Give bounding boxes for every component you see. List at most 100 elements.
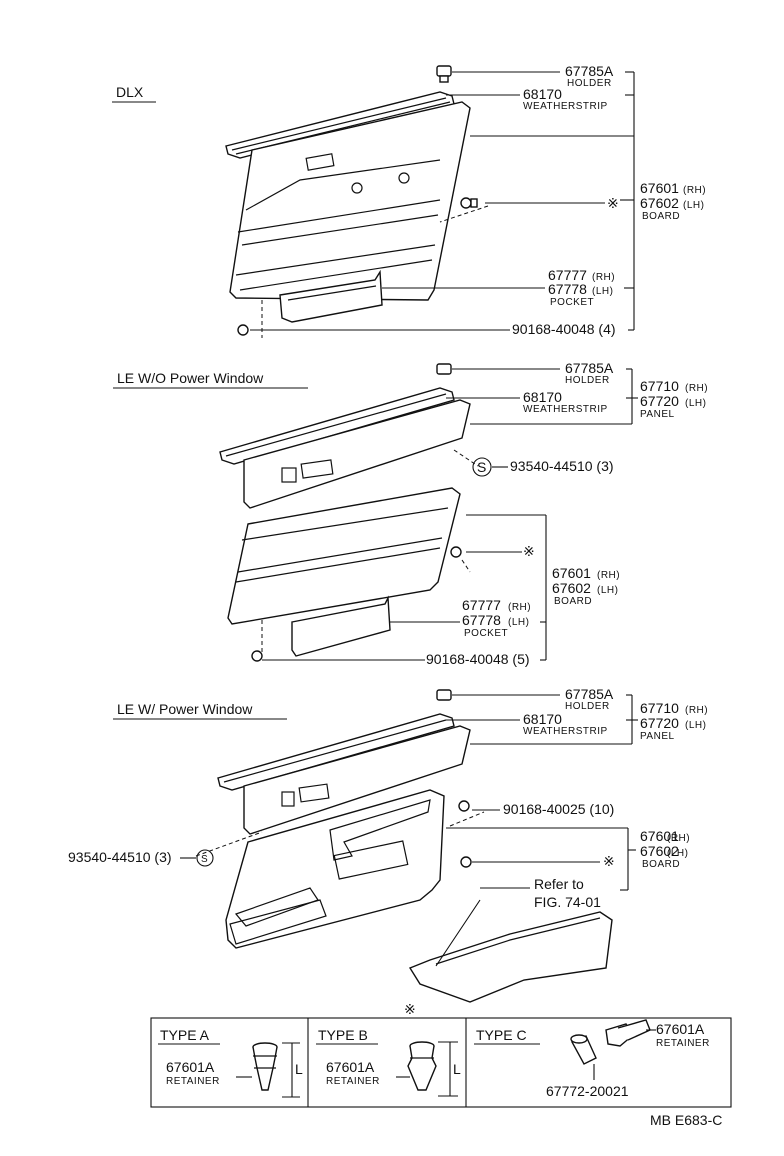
- weatherstrip-part-number: 68170: [523, 86, 562, 102]
- lh-suffix: (LH): [685, 398, 706, 409]
- trim-part: [408, 911, 613, 1003]
- holder-label: HOLDER: [565, 375, 610, 386]
- lh-suffix: (LH): [683, 200, 704, 211]
- section-dlx: DLX: [112, 63, 706, 338]
- board-label: BOARD: [554, 596, 592, 607]
- rh-suffix: (RH): [683, 185, 706, 196]
- type-b-cell: TYPE B 67601A RETAINER L: [316, 1027, 461, 1097]
- board-part: [229, 101, 471, 301]
- board-rh-number: 67601: [640, 828, 679, 844]
- section-title-le-w: LE W/ Power Window: [117, 701, 253, 717]
- holder-part-number: 67785A: [565, 686, 614, 702]
- type-c-cell: TYPE C 67772-20021 67601A RETAINER: [474, 1019, 710, 1099]
- section-title-le-wo: LE W/O Power Window: [117, 370, 264, 386]
- panel-lh-number: 67720: [640, 393, 679, 409]
- type-a-label: RETAINER: [166, 1076, 220, 1087]
- weatherstrip-label: WEATHERSTRIP: [523, 726, 608, 737]
- board-part: [227, 487, 461, 625]
- pocket-lh-number: 67778: [462, 612, 501, 628]
- lh-suffix: (LH): [508, 617, 529, 628]
- lh-suffix: (LH): [685, 720, 706, 731]
- type-a-dimension: L: [295, 1061, 303, 1077]
- rh-suffix: (RH): [685, 383, 708, 394]
- holder-part: [436, 363, 452, 375]
- asterisk-mark: ※: [523, 543, 535, 559]
- pocket-part: [291, 595, 391, 657]
- screw-symbol: S: [201, 854, 208, 865]
- weatherstrip-part: [219, 387, 455, 465]
- board-rh-number: 67601: [552, 565, 591, 581]
- lh-suffix: (LH): [667, 848, 688, 859]
- type-a-part-number: 67601A: [166, 1059, 215, 1075]
- rh-suffix: (RH): [685, 705, 708, 716]
- weatherstrip-label: WEATHERSTRIP: [523, 101, 608, 112]
- type-c-label: RETAINER: [656, 1038, 710, 1049]
- lh-suffix: (LH): [592, 286, 613, 297]
- asterisk-mark: ※: [404, 1001, 416, 1017]
- pocket-label: POCKET: [550, 297, 594, 308]
- rh-suffix: (RH): [508, 602, 531, 613]
- rh-suffix: (RH): [597, 570, 620, 581]
- board-label: BOARD: [642, 859, 680, 870]
- pocket-part: [279, 269, 383, 323]
- holder-label: HOLDER: [567, 78, 612, 89]
- panel-part: [243, 725, 471, 835]
- type-c-part-number: 67601A: [656, 1021, 705, 1037]
- weatherstrip-part-number: 68170: [523, 711, 562, 727]
- holder-label: HOLDER: [565, 701, 610, 712]
- board-rh-number: 67601: [640, 180, 679, 196]
- type-b-label: RETAINER: [326, 1076, 380, 1087]
- screw-symbol: S: [477, 459, 486, 475]
- type-b-title: TYPE B: [318, 1027, 368, 1043]
- retainer-a-icon: [252, 1042, 278, 1091]
- grommet-icon: [570, 1034, 597, 1065]
- screw-symbol-circle: [472, 457, 492, 477]
- rh-suffix: (RH): [667, 833, 690, 844]
- panel-part: [243, 399, 471, 509]
- rh-suffix: (RH): [592, 272, 615, 283]
- type-a-title: TYPE A: [160, 1027, 210, 1043]
- pocket-label: POCKET: [464, 628, 508, 639]
- type-c-grommet-number: 67772-20021: [546, 1083, 629, 1099]
- screw-symbol-circle: [196, 849, 214, 867]
- weatherstrip-label: WEATHERSTRIP: [523, 404, 608, 415]
- clip-part: [237, 197, 478, 336]
- panel-lh-number: 67720: [640, 715, 679, 731]
- type-b-dimension: L: [453, 1061, 461, 1077]
- refer-text-line1: Refer to: [534, 876, 584, 892]
- asterisk-mark: ※: [603, 853, 615, 869]
- retainer-c-icon: [605, 1019, 651, 1047]
- refer-text-line2: FIG. 74-01: [534, 894, 601, 910]
- panel-rh-number: 67710: [640, 378, 679, 394]
- clip-part-number: 90168-40048 (4): [512, 321, 616, 337]
- board-label: BOARD: [642, 211, 680, 222]
- type-c-title: TYPE C: [476, 1027, 527, 1043]
- clip-part-number: 90168-40025 (10): [503, 801, 614, 817]
- panel-rh-number: 67710: [640, 700, 679, 716]
- retainer-types-table: ※ TYPE A 67601A RETAINER L TYPE B: [150, 1001, 732, 1108]
- section-le-w-power-window: LE W/ Power Window: [68, 686, 708, 1003]
- clip-part-number: 90168-40048 (5): [426, 651, 530, 667]
- screw-part-number: 93540-44510 (3): [510, 458, 614, 474]
- panel-label: PANEL: [640, 409, 675, 420]
- asterisk-mark: ※: [607, 195, 619, 211]
- weatherstrip-part-number: 68170: [523, 389, 562, 405]
- pocket-lh-number: 67778: [548, 281, 587, 297]
- board-lh-number: 67602: [640, 843, 679, 859]
- screw-part-number: 93540-44510 (3): [68, 849, 172, 865]
- board-lh-number: 67602: [640, 195, 679, 211]
- weatherstrip-part: [217, 713, 455, 791]
- retainer-b-icon: [407, 1041, 437, 1091]
- type-a-cell: TYPE A 67601A RETAINER L: [158, 1027, 303, 1098]
- lh-suffix: (LH): [597, 585, 618, 596]
- holder-part-number: 67785A: [565, 360, 614, 376]
- section-title-dlx: DLX: [116, 84, 144, 100]
- holder-part-number: 67785A: [565, 63, 614, 79]
- pocket-rh-number: 67777: [462, 597, 501, 613]
- pocket-rh-number: 67777: [548, 267, 587, 283]
- holder-part: [436, 65, 452, 83]
- section-le-wo-power-window: LE W/O Power Window: [113, 360, 708, 667]
- types-table-border: [150, 1017, 732, 1108]
- figure-code: MB E683-C: [650, 1112, 722, 1128]
